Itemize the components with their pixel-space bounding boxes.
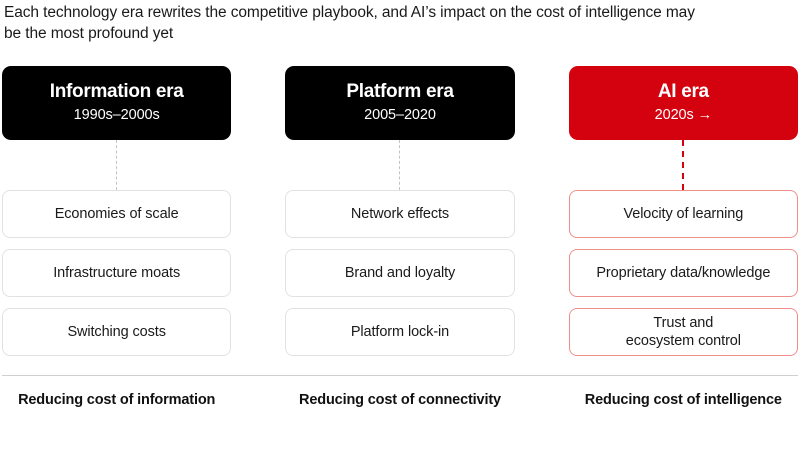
connector-ai	[569, 140, 798, 190]
era-card[interactable]: Proprietary data/knowledge	[568, 249, 798, 297]
footer-divider	[2, 375, 798, 376]
era-card[interactable]: Velocity of learning	[568, 190, 798, 238]
era-column-ai: AI era 2020s → Velocity of learning Prop…	[568, 66, 798, 356]
era-header-platform[interactable]: Platform era 2005–2020	[285, 66, 515, 140]
era-title: Platform era	[346, 81, 454, 102]
connector-platform	[285, 140, 514, 190]
era-period: 2005–2020	[364, 107, 436, 123]
era-columns: Information era 1990s–2000s Economies of…	[0, 66, 800, 356]
era-header-information[interactable]: Information era 1990s–2000s	[2, 66, 232, 140]
era-column-information: Information era 1990s–2000s Economies of…	[2, 66, 232, 356]
era-header-ai[interactable]: AI era 2020s →	[568, 66, 798, 140]
era-card[interactable]: Brand and loyalty	[285, 249, 515, 297]
era-card[interactable]: Economies of scale	[2, 190, 232, 238]
connector-information	[2, 140, 231, 190]
footer-caption-information: Reducing cost of information	[18, 392, 216, 408]
headline: Each technology era rewrites the competi…	[4, 4, 695, 42]
era-period: 1990s–2000s	[73, 107, 160, 123]
era-period: 2020s →	[654, 107, 712, 123]
era-column-platform: Platform era 2005–2020 Network effects B…	[285, 66, 515, 356]
footer-caption-platform: Reducing cost of connectivity	[299, 392, 501, 408]
era-card[interactable]: Infrastructure moats	[2, 249, 232, 297]
era-card[interactable]: Switching costs	[2, 308, 232, 356]
era-title: Information era	[49, 81, 184, 102]
era-cards-ai: Velocity of learning Proprietary data/kn…	[568, 190, 798, 356]
footer-caption-ai: Reducing cost of intelligence	[584, 392, 782, 408]
era-cards-information: Economies of scale Infrastructure moats …	[2, 190, 232, 356]
era-title: AI era	[657, 81, 709, 102]
footer-captions: Reducing cost of information Reducing co…	[0, 390, 800, 410]
era-card[interactable]: Platform lock-in	[285, 308, 515, 356]
era-card[interactable]: Network effects	[285, 190, 515, 238]
era-cards-platform: Network effects Brand and loyalty Platfo…	[285, 190, 515, 356]
